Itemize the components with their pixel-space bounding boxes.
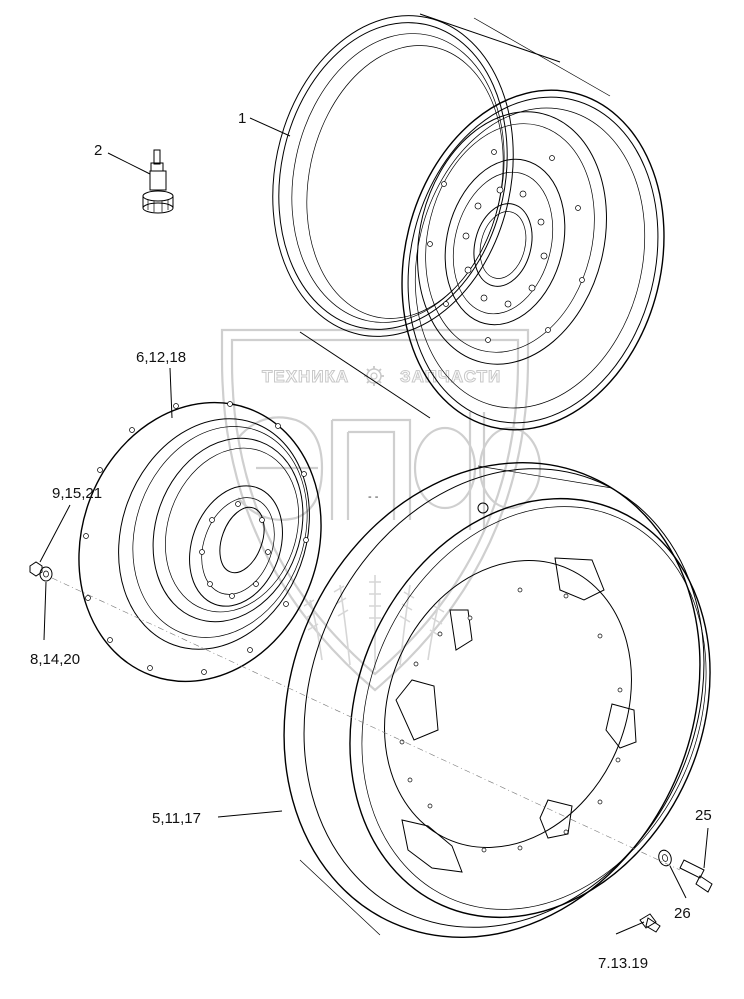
nut-and-washer — [29, 561, 53, 582]
callout-5-11-17: 5,11,17 — [152, 810, 201, 827]
callout-2: 2 — [94, 142, 102, 159]
bolt-7 — [639, 913, 661, 933]
callout-26: 26 — [674, 905, 691, 922]
complete-wheel — [272, 13, 665, 431]
callout-1: 1 — [238, 110, 246, 127]
callout-7-13-19: 7.13.19 — [598, 955, 648, 972]
gear-icon — [364, 366, 384, 386]
watermark-text-left: ТЕХНИКА — [262, 367, 349, 386]
watermark-logo: ТЕХНИКА ЗАПЧАСТИ — [220, 328, 542, 692]
axis-mark: - - — [368, 491, 379, 503]
assembly-axis — [51, 577, 681, 871]
wheel-center-disc — [78, 401, 322, 683]
callout-9-15-21: 9,15,21 — [52, 485, 102, 502]
bolt-25 — [679, 859, 713, 893]
callout-25: 25 — [695, 807, 712, 824]
tire-valve — [142, 149, 174, 214]
leader-lines — [39, 117, 709, 935]
callout-6-12-18: 6,12,18 — [136, 349, 186, 366]
outer-rim — [283, 462, 711, 938]
callout-labels: 1 2 6,12,18 9,15,21 8,14,20 5,11,17 25 2… — [30, 110, 712, 972]
watermark-text-right: ЗАПЧАСТИ — [400, 367, 501, 386]
washer-26 — [658, 849, 672, 867]
callout-8-14-20: 8,14,20 — [30, 651, 80, 668]
rim-lugs — [395, 557, 637, 873]
